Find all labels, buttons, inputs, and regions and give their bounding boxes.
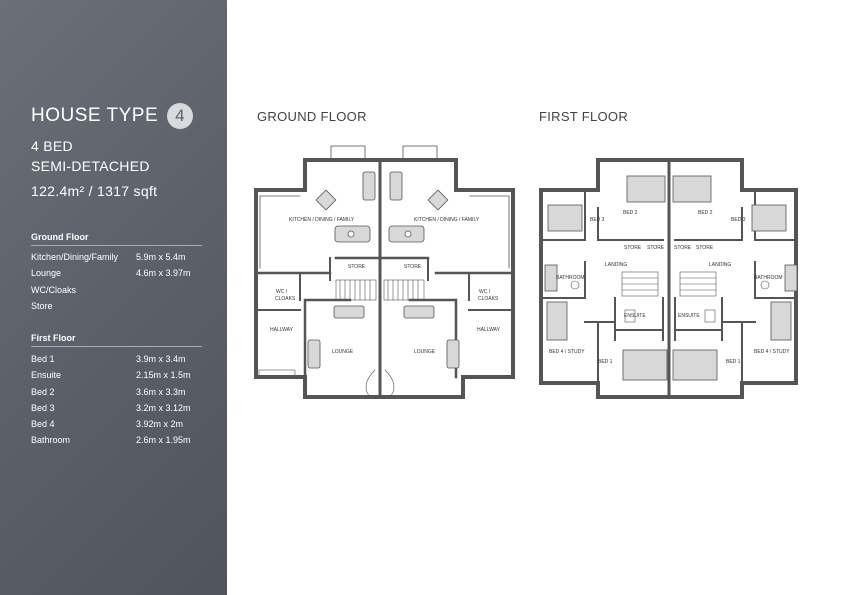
room-size: 2.15m x 1.5m [136,370,191,380]
room-row: Store [31,301,206,311]
house-style-text: SEMI-DETACHED [31,158,150,174]
landing-label: LANDING [709,262,731,268]
store-label: STORE [696,245,714,251]
ground-floor-plan-heading: GROUND FLOOR [257,109,367,124]
bed2-label: BED 2 [698,210,713,216]
ground-floor-plan [254,145,515,399]
room-name: Ensuite [31,370,62,380]
room-name: Bed 3 [31,403,55,413]
room-row: Kitchen/Dining/Family 5.9m x 5.4m [31,252,206,262]
room-name: Bathroom [31,435,71,445]
room-size: 3.92m x 2m [136,419,184,429]
kitchen-label: KITCHEN / DINING / FAMILY [289,217,355,223]
store-label: STORE [647,245,665,251]
cloaks-label: CLOAKS [275,296,296,302]
store-label: STORE [348,264,366,270]
bed1-label: BED 1 [726,359,741,365]
hallway-label: HALLWAY [477,327,501,333]
bed3-label: BED 3 [731,217,746,223]
store-label: STORE [404,264,422,270]
ground-floor-heading: Ground Floor [31,232,89,242]
divider [31,346,202,347]
room-size: 3.9m x 3.4m [136,354,186,364]
bed1-label: BED 1 [598,359,613,365]
kitchen-label: KITCHEN / DINING / FAMILY [414,217,480,223]
bed4-label: BED 4 / STUDY [549,349,585,355]
house-type-title: HOUSE TYPE 4 [31,103,194,129]
ensuite-label: ENSUITE [678,313,700,319]
first-floor-plan [539,158,798,399]
room-row: Ensuite 2.15m x 1.5m [31,370,206,380]
room-row: Bed 1 3.9m x 3.4m [31,354,206,364]
bed2-label: BED 2 [623,210,638,216]
wc-label: WC / [479,289,491,295]
hallway-label: HALLWAY [270,327,294,333]
bed3-label: BED 3 [590,217,605,223]
house-type-number-badge: 4 [167,103,194,129]
divider [31,245,202,246]
first-floor-heading: First Floor [31,333,76,343]
ground-floor-labels: KITCHEN / DINING / FAMILY KITCHEN / DINI… [270,217,501,355]
room-name: Bed 1 [31,354,55,364]
house-type-label: HOUSE TYPE [31,105,159,126]
room-name: Bed 4 [31,419,55,429]
floor-area-text: 122.4m² / 1317 sqft [31,183,158,199]
room-name: Kitchen/Dining/Family [31,252,119,262]
bathroom-label: BATHROOM [754,275,783,281]
sidebar-panel: HOUSE TYPE 4 4 BED SEMI-DETACHED 122.4m²… [0,0,227,595]
room-name: Bed 2 [31,387,55,397]
cloaks-label: CLOAKS [478,296,499,302]
room-row: WC/Cloaks [31,285,206,295]
ensuite-label: ENSUITE [624,313,646,319]
landing-label: LANDING [605,262,627,268]
room-row: Bed 2 3.6m x 3.3m [31,387,206,397]
room-row: Bed 4 3.92m x 2m [31,419,206,429]
store-label: STORE [674,245,692,251]
room-name: Store [31,301,53,311]
room-name: WC/Cloaks [31,285,77,295]
room-size: 3.2m x 3.12m [136,403,191,413]
store-label: STORE [624,245,642,251]
lounge-label: LOUNGE [414,349,436,355]
room-size: 5.9m x 5.4m [136,252,186,262]
first-floor-plan-heading: FIRST FLOOR [539,109,629,124]
wc-label: WC / [276,289,288,295]
lounge-label: LOUNGE [332,349,354,355]
room-row: Lounge 4.6m x 3.97m [31,268,206,278]
room-size: 3.6m x 3.3m [136,387,186,397]
bathroom-label: BATHROOM [556,275,585,281]
room-row: Bathroom 2.6m x 1.95m [31,435,206,445]
first-floor-labels: BED 2 BED 2 BED 3 BED 3 STORE STORE STOR… [549,210,790,365]
room-size: 2.6m x 1.95m [136,435,191,445]
bedrooms-text: 4 BED [31,138,73,154]
bed4-label: BED 4 / STUDY [754,349,790,355]
room-name: Lounge [31,268,62,278]
room-row: Bed 3 3.2m x 3.12m [31,403,206,413]
room-size: 4.6m x 3.97m [136,268,191,278]
